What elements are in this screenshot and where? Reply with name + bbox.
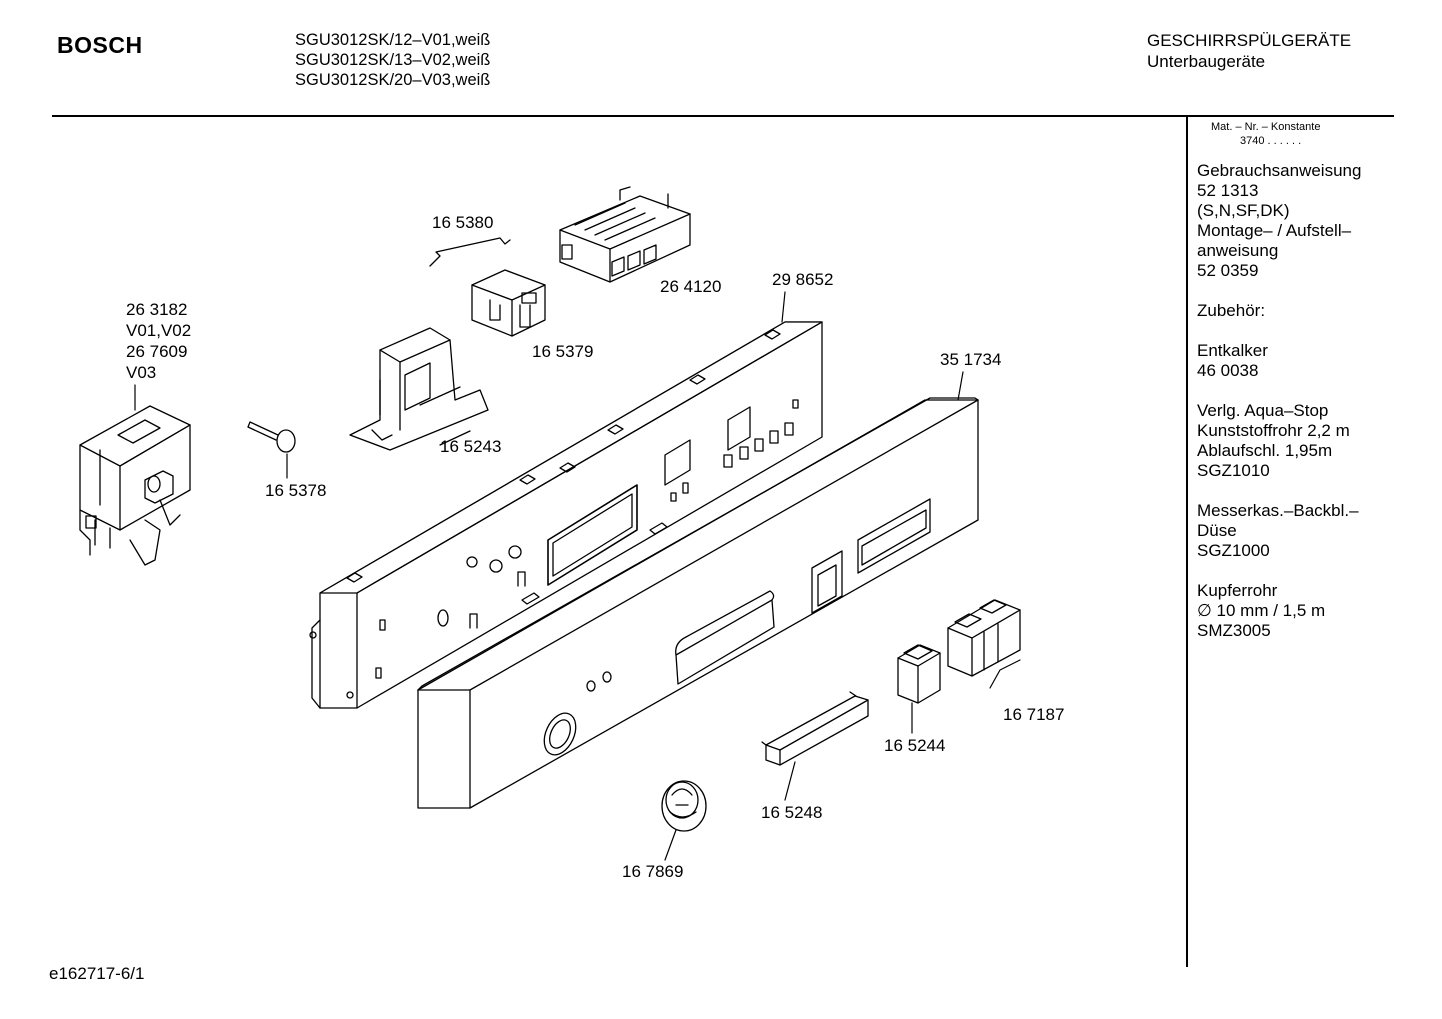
note-line: SGZ1010 xyxy=(1197,461,1270,480)
part-label-165243: 16 5243 xyxy=(440,437,501,456)
note-line: Ablaufschl. 1,95m xyxy=(1197,441,1333,460)
note-line: 52 1313 xyxy=(1197,181,1259,200)
single-button xyxy=(897,644,941,704)
spring-clip xyxy=(429,237,511,267)
note-line: Verlg. Aqua–Stop xyxy=(1197,401,1329,420)
bracket-holder xyxy=(349,327,489,451)
model-line: SGU3012SK/12–V01,weiß xyxy=(295,31,491,49)
model-list: SGU3012SK/12–V01,weiß SGU3012SK/13–V02,w… xyxy=(295,30,490,90)
note-line: Montage– / Aufstell– xyxy=(1197,221,1352,240)
note-line: SMZ3005 xyxy=(1197,621,1271,640)
drawing-code: e162717-6/1 xyxy=(49,964,145,983)
category-subtitle: Unterbaugeräte xyxy=(1147,52,1266,71)
exploded-parts-diagram: 16 5380 26 4120 29 8652 26 3182 V01,V02 … xyxy=(79,186,1064,881)
indicator-pin xyxy=(247,421,296,453)
part-label-165379: 16 5379 xyxy=(532,342,593,361)
note-line: (S,N,SF,DK) xyxy=(1197,201,1290,220)
note-line: Kupferrohr xyxy=(1197,581,1278,600)
switch-bank xyxy=(559,186,691,283)
small-switch-block xyxy=(471,269,546,337)
part-label-variant-v01v02: V01,V02 xyxy=(126,321,191,340)
part-label-298652: 29 8652 xyxy=(772,270,833,289)
note-manual: Gebrauchsanweisung 52 1313 (S,N,SF,DK) M… xyxy=(1197,161,1437,281)
control-panel-frame xyxy=(309,321,823,709)
note-line: Messerkas.–Backbl.– xyxy=(1197,501,1359,520)
part-label-167187: 16 7187 xyxy=(1003,705,1064,724)
category-title: GESCHIRRSPÜLGERÄTE xyxy=(1147,31,1352,50)
cover-strip xyxy=(761,691,869,766)
part-label-165244: 16 5244 xyxy=(884,736,945,755)
part-label-267609: 26 7609 xyxy=(126,342,187,361)
part-label-263182: 26 3182 xyxy=(126,300,187,319)
electronic-module xyxy=(79,405,191,566)
part-label-165380: 16 5380 xyxy=(432,213,493,232)
note-line: SGZ1000 xyxy=(1197,541,1270,560)
note-cutlery: Messerkas.–Backbl.– Düse SGZ1000 xyxy=(1197,501,1437,561)
note-line: Gebrauchsanweisung xyxy=(1197,161,1362,180)
note-line: 46 0038 xyxy=(1197,361,1259,380)
part-label-165248: 16 5248 xyxy=(761,803,822,822)
note-line: 52 0359 xyxy=(1197,261,1259,280)
note-line: Kunststoffrohr 2,2 m xyxy=(1197,421,1350,440)
note-aqua-stop: Verlg. Aqua–Stop Kunststoffrohr 2,2 m Ab… xyxy=(1197,401,1437,481)
model-line: SGU3012SK/13–V02,weiß xyxy=(295,51,491,69)
note-line: Entkalker xyxy=(1197,341,1268,360)
brand-logo: BOSCH xyxy=(57,32,143,58)
note-descaler: Entkalker 46 0038 xyxy=(1197,341,1437,381)
part-label-167869: 16 7869 xyxy=(622,862,683,881)
note-line: Zubehör: xyxy=(1197,301,1266,320)
material-constant: 3740 . . . . . . xyxy=(1240,135,1302,147)
part-label-351734: 35 1734 xyxy=(940,350,1001,369)
side-notes: Gebrauchsanweisung 52 1313 (S,N,SF,DK) M… xyxy=(1197,161,1437,661)
front-fascia-panel xyxy=(417,397,979,809)
sidebar-divider xyxy=(1186,116,1188,967)
note-accessories: Zubehör: xyxy=(1197,301,1437,321)
material-label: Mat. – Nr. – Konstante xyxy=(1211,121,1321,133)
category-block: GESCHIRRSPÜLGERÄTE Unterbaugeräte xyxy=(1147,30,1351,72)
triple-button-group xyxy=(947,599,1021,677)
part-label-variant-v03: V03 xyxy=(126,363,156,382)
rotary-knob xyxy=(661,780,707,832)
leader-lines xyxy=(134,291,1021,861)
part-label-264120: 26 4120 xyxy=(660,277,721,296)
material-number-block: Mat. – Nr. – Konstante 3740 . . . . . . xyxy=(1211,120,1320,148)
note-line: anweisung xyxy=(1197,241,1279,260)
note-line: ∅ 10 mm / 1,5 m xyxy=(1197,601,1326,620)
note-copper-pipe: Kupferrohr ∅ 10 mm / 1,5 m SMZ3005 xyxy=(1197,581,1437,641)
header-divider xyxy=(52,115,1394,117)
note-line: Düse xyxy=(1197,521,1237,540)
model-line: SGU3012SK/20–V03,weiß xyxy=(295,71,491,89)
part-label-165378: 16 5378 xyxy=(265,481,326,500)
